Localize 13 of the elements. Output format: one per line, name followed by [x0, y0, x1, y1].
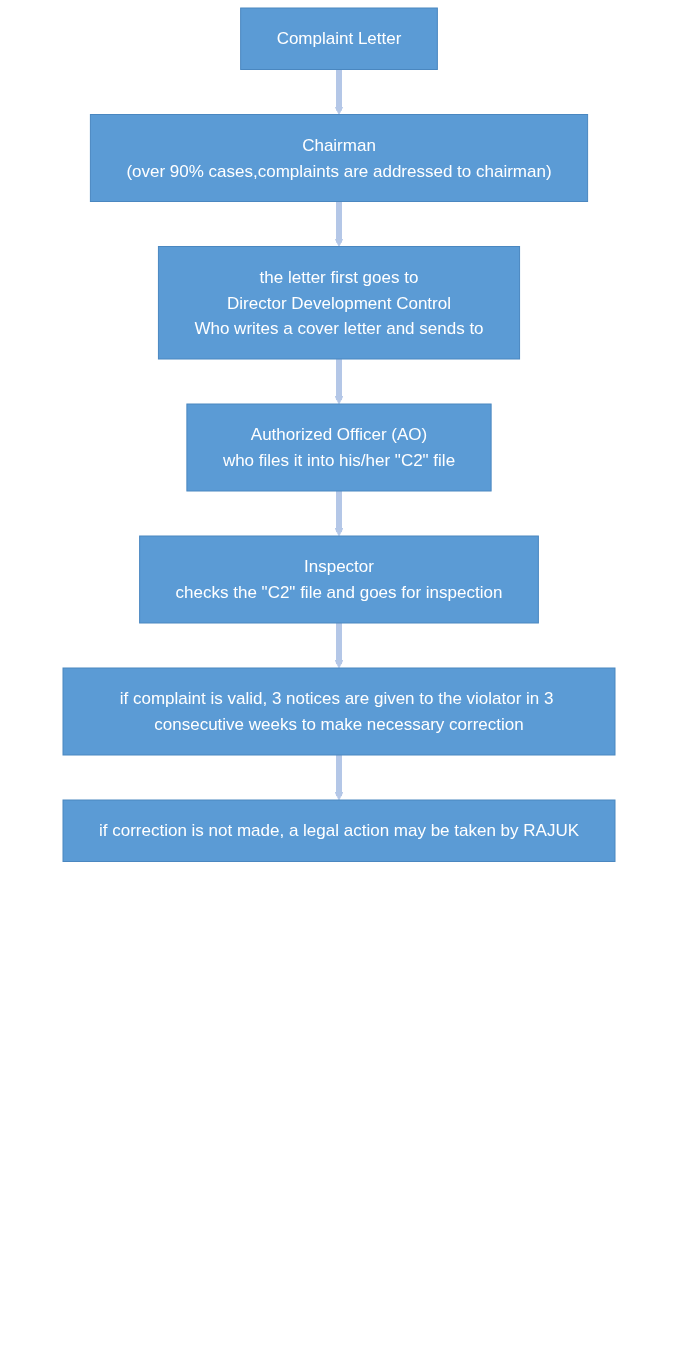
node-box: if correction is not made, a legal action may be taken by RAJUK — [62, 799, 616, 862]
node-box: Chairman (over 90% cases,complaints are addressed to chairman) — [89, 114, 589, 202]
node-box: Inspector checks the "C2" file and goes for inspection — [139, 535, 539, 624]
arrow — [334, 755, 344, 801]
node-box: if complaint is valid, 3 notices are given to the violator in 3 consecutive weeks to make necessary correction — [62, 667, 616, 756]
arrow — [334, 491, 344, 537]
arrow — [334, 623, 344, 669]
arrow — [334, 359, 344, 405]
arrow — [334, 201, 344, 247]
node-box: the letter first goes to Director Development Control Who writes a cover letter and sends to — [157, 246, 521, 360]
node-box: Complaint Letter — [240, 7, 438, 70]
node-box: Authorized Officer (AO) who files it into his/her "C2" file — [186, 403, 492, 492]
arrow — [334, 69, 344, 115]
